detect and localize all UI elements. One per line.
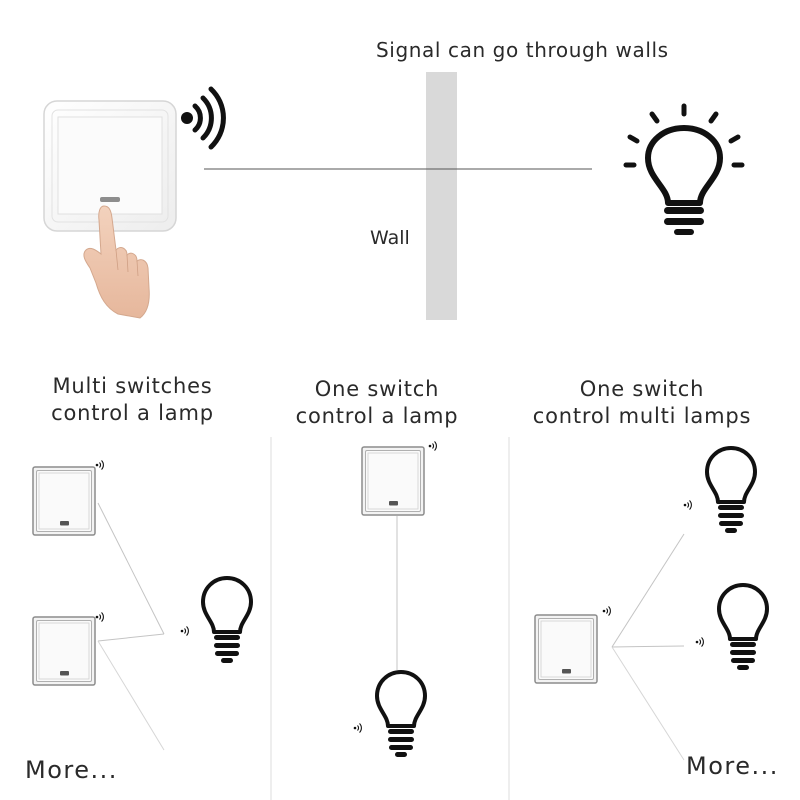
light-bulb-icon (705, 446, 757, 535)
panel-3-more-label: More... (686, 752, 779, 780)
hand-icon (83, 205, 150, 319)
signal-icon (180, 625, 189, 637)
switch-icon (361, 446, 425, 516)
signal-icon (95, 459, 104, 471)
panel-2-title-line1: One switch (314, 377, 440, 401)
panel-2-title: One switch control a lamp (272, 376, 482, 430)
panel-1-title: Multi switches control a lamp (20, 373, 245, 427)
panel-one-switch-multi-lamps (534, 446, 769, 761)
signal-icon (695, 636, 704, 648)
panel-1-title-line1: Multi switches (52, 374, 213, 398)
signal-icon (428, 440, 437, 452)
light-bulb-on-icon (623, 103, 745, 235)
light-bulb-icon (375, 670, 427, 759)
panel-2-title-line2: control a lamp (295, 404, 459, 428)
signal-caption: Signal can go through walls (376, 38, 669, 62)
signal-icon (602, 605, 611, 617)
switch-icon (534, 614, 598, 684)
light-bulb-icon (717, 583, 769, 672)
panel-3-title: One switch control multi lamps (512, 376, 772, 430)
signal-icon (683, 499, 692, 511)
panel-1-more-label: More... (25, 756, 118, 784)
wifi-signal-icon (181, 86, 226, 150)
wall (426, 72, 457, 320)
light-bulb-icon (201, 576, 253, 665)
panel-1-title-line2: control a lamp (51, 401, 214, 425)
panel-3-title-line2: control multi lamps (532, 404, 752, 428)
panel-multi-switches (32, 459, 253, 751)
signal-icon (95, 611, 104, 623)
switch-icon (32, 466, 96, 536)
panel-3-title-line1: One switch (579, 377, 705, 401)
switch-icon (32, 616, 96, 686)
wall-label: Wall (370, 227, 410, 249)
panel-one-switch-one-lamp (353, 440, 437, 759)
signal-icon (353, 722, 362, 734)
